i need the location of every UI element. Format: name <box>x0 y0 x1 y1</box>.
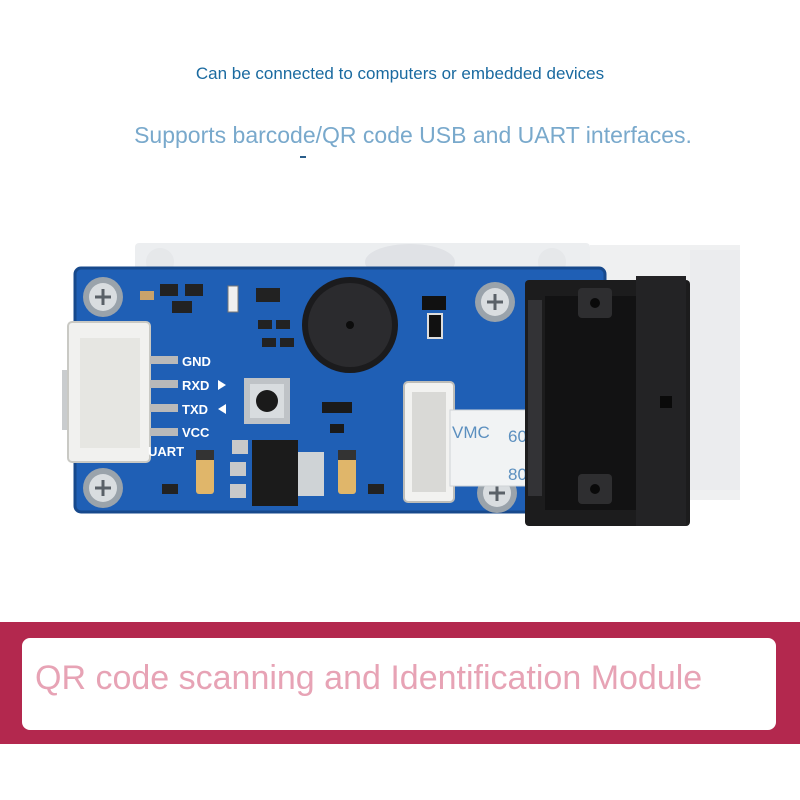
fpc-print-80: 80 <box>508 465 527 484</box>
tagline-connectivity: Can be connected to computers or embedde… <box>195 64 605 83</box>
fpc-print-vmc: VMC <box>452 423 490 442</box>
fpc-print-60: 60 <box>508 427 527 446</box>
mounting-screw-icon <box>475 282 515 322</box>
uart-header-connector <box>62 321 178 463</box>
mounting-screw-icon <box>83 468 123 508</box>
fpc-connector <box>403 381 455 503</box>
uart-label: UART <box>148 444 184 459</box>
mounting-screw-icon <box>83 277 123 317</box>
tagline-interfaces: Supports barcode/QR code USB and UART in… <box>134 122 692 148</box>
voltage-regulator <box>252 440 324 506</box>
pin-label-gnd: GND <box>182 354 211 369</box>
scan-engine-module <box>525 276 690 526</box>
pin-label-rxd: RXD <box>182 378 209 393</box>
product-title: QR code scanning and Identification Modu… <box>35 659 703 697</box>
product-photo: GND RXD TXD VCC UART <box>62 243 740 526</box>
reset-button <box>244 378 290 424</box>
buzzer <box>302 277 398 373</box>
divider-mark <box>300 156 306 158</box>
title-banner-panel <box>22 638 776 730</box>
pin-label-vcc: VCC <box>182 425 210 440</box>
pin-label-txd: TXD <box>182 402 208 417</box>
